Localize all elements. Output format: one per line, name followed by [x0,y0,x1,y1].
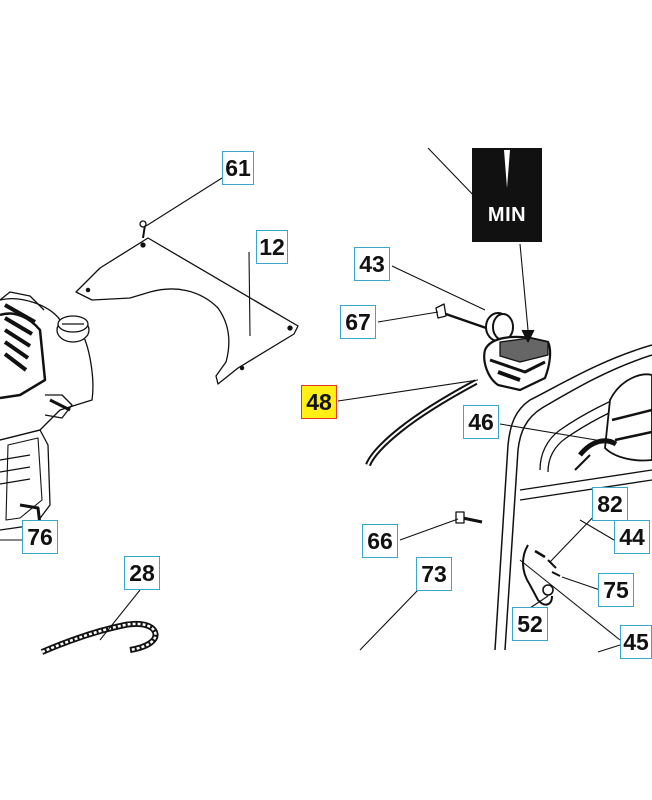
min-notch-icon [504,150,510,188]
callout-66: 66 [362,524,398,558]
callout-45: 45 [620,625,652,659]
callout-44: 44 [614,520,650,554]
callout-48: 48 [301,385,337,419]
handle-frame [494,344,652,651]
callout-75: 75 [598,573,634,607]
deflector-plate [75,220,299,385]
throttle-control [365,303,552,467]
callout-76: 76 [22,520,58,554]
callout-43: 43 [354,247,390,281]
callout-82: 82 [592,487,628,521]
callout-52: 52 [512,607,548,641]
callout-67: 67 [340,305,376,339]
callout-61: 61 [222,151,254,185]
engine-housing [0,291,94,531]
callout-73: 73 [416,557,452,591]
drive-belt [40,620,159,655]
screw-66 [455,511,483,524]
callout-12: 12 [256,230,288,264]
callout-28: 28 [124,556,160,590]
leader-lines [0,147,621,653]
callout-46: 46 [463,405,499,439]
